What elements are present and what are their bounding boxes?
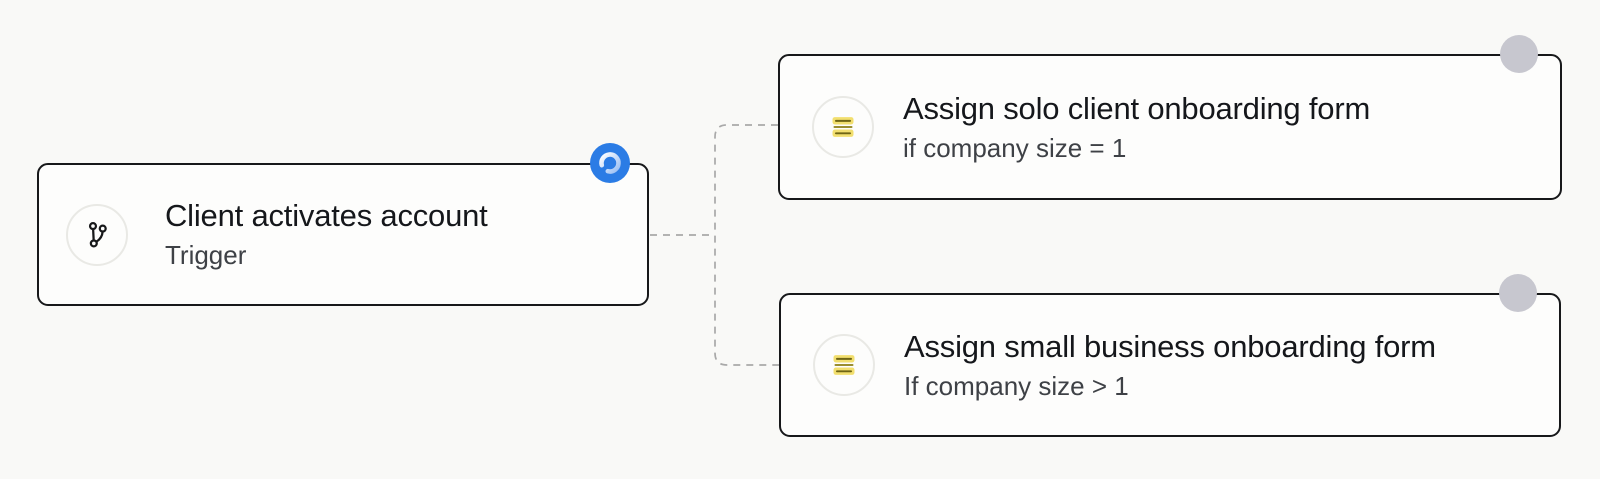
active-connection-handle[interactable] xyxy=(590,143,630,183)
workflow-node-branch-solo[interactable]: Assign solo client onboarding form if co… xyxy=(778,35,1562,200)
node-subtitle: if company size = 1 xyxy=(903,132,1127,163)
node-title: Assign small business onboarding form xyxy=(904,328,1436,364)
spinner-ring-icon xyxy=(599,152,621,174)
node-title: Assign solo client onboarding form xyxy=(903,90,1371,126)
git-branch-icon xyxy=(66,203,128,266)
workflow-node-trigger[interactable]: Client activates account Trigger xyxy=(37,143,649,306)
workflow-node-branch-small-business[interactable]: Assign small business onboarding form If… xyxy=(779,274,1561,437)
node-title: Client activates account xyxy=(165,198,488,233)
form-fields-icon xyxy=(812,96,874,158)
connector-branch-elbow xyxy=(714,124,779,366)
node-subtitle: If company size > 1 xyxy=(904,370,1129,401)
port-handle[interactable] xyxy=(1499,274,1537,312)
node-subtitle: Trigger xyxy=(165,240,247,270)
form-fields-icon xyxy=(813,334,875,396)
port-handle[interactable] xyxy=(1500,35,1538,73)
